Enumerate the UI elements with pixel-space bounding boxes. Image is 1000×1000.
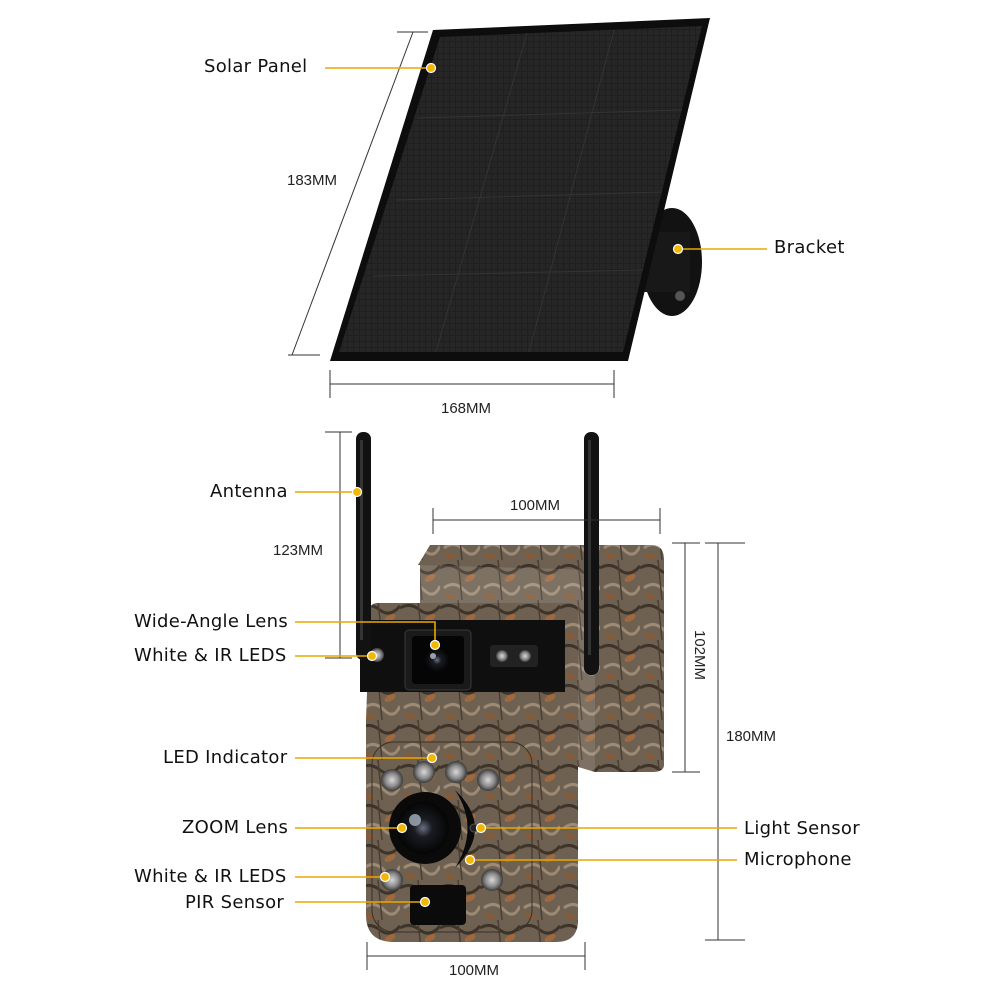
camera-total-height-dimension: 180MM [726,728,777,745]
microphone-label: Microphone [744,849,852,870]
wide-angle-lens-label: Wide-Angle Lens [134,611,289,632]
camera-back-housing [418,545,664,772]
bracket-label: Bracket [774,237,845,258]
antenna-height-dimension: 123MM [273,542,324,559]
camera-top-width-dimension: 100MM [510,497,561,514]
zoom-lens-label: ZOOM Lens [182,817,289,838]
antenna-right [584,432,599,675]
light-sensor-label: Light Sensor [744,818,860,839]
camera-bottom-width-dimension: 100MM [449,962,500,979]
panel-dimension-lines [288,31,615,398]
callout-lines [295,67,767,903]
antennas [356,432,599,675]
led-indicator-label: LED Indicator [163,747,288,768]
solar-panel-label: Solar Panel [204,56,308,77]
pir-window [410,885,466,925]
solar-panel [330,18,710,361]
antenna-left [356,432,371,660]
camera-dimension-lines [325,431,745,970]
wide-angle-lens [425,648,449,672]
camera [360,545,664,942]
panel-height-dimension: 183MM [287,172,338,189]
antenna-label: Antenna [210,481,288,502]
zoom-lens [397,802,449,854]
camera-back-height-dimension: 102MM [691,630,708,681]
white-ir-leds-top-label: White & IR LEDS [134,645,287,666]
callout-dots [351,62,684,908]
panel-width-dimension: 168MM [441,400,492,417]
panel-cells [339,26,702,352]
pir-sensor-label: PIR Sensor [185,892,285,913]
white-ir-leds-bottom-label: White & IR LEDS [134,866,287,887]
led-array [381,761,503,891]
